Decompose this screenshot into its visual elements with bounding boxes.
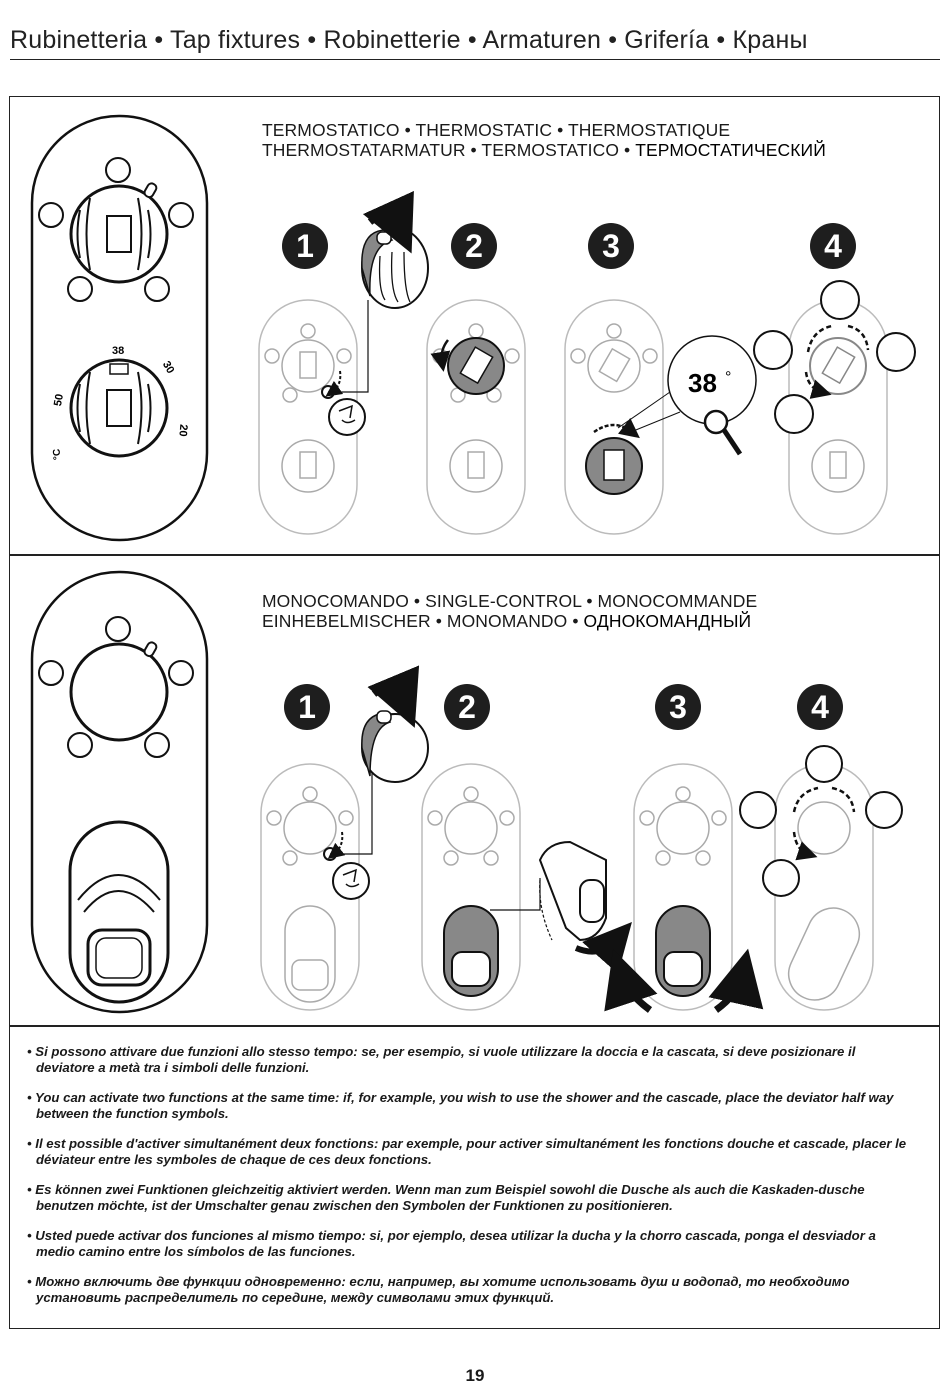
single-lever-detail [538, 840, 632, 974]
page-number: 19 [465, 1366, 485, 1385]
single-control-main-panel [30, 570, 209, 1014]
note-de: • Es können zwei Funktionen gleichzeitig… [27, 1182, 865, 1213]
single-step3-lever [655, 905, 711, 997]
thermostatic-heading-latin: THERMOSTATARMATUR • TERMOSTATICO • [262, 140, 636, 160]
thermo-outlet-buttons [753, 280, 916, 434]
dial-label-30: 30 [160, 359, 177, 376]
note-es: • Usted puede activar dos funciones al m… [27, 1228, 876, 1259]
note-ru: • Можно включить две функции одновременн… [27, 1274, 850, 1305]
thermo-step-1: 1 [282, 223, 328, 269]
thermostatic-heading-ru: ТЕРМОСТАТИЧЕСКИЙ [635, 140, 826, 160]
dial-label-38: 38 [112, 345, 124, 357]
note-en: • You can activate two functions at the … [27, 1090, 894, 1121]
section-separator-1 [10, 554, 940, 556]
thermo-step-2: 2 [451, 223, 497, 269]
content-frame [9, 96, 940, 1329]
thermostatic-diverter-knob [38, 157, 194, 302]
thermostatic-main-panel: 38 30 50 20 °C [30, 114, 209, 542]
single-control-heading-line2: EINHEBELMISCHER • MONOMANDO • ОДНОКОМАНД… [262, 611, 757, 631]
single-step-2: 2 [444, 684, 490, 730]
single-step2-lever [443, 905, 499, 997]
single-control-heading: MONOCOMANDO • SINGLE-CONTROL • MONOCOMMA… [262, 591, 757, 631]
single-control-lever [68, 820, 170, 1004]
zoom-temperature-unit: ° [725, 369, 731, 386]
dial-label-20: 20 [176, 424, 189, 437]
single-removed-knob [361, 710, 429, 783]
single-step-1: 1 [284, 684, 330, 730]
single-control-heading-latin: EINHEBELMISCHER • MONOMANDO • [262, 611, 584, 631]
single-step-3: 3 [655, 684, 701, 730]
thermostatic-heading: TERMOSTATICO • THERMOSTATIC • THERMOSTAT… [262, 120, 826, 160]
section-separator-2 [10, 1025, 940, 1027]
thermostatic-temperature-knob [69, 358, 169, 458]
thermo-step-3: 3 [588, 223, 634, 269]
dial-label-50: 50 [52, 393, 66, 407]
note-fr: • Il est possible d'activer simultanémen… [27, 1136, 907, 1167]
single-step-4: 4 [797, 684, 843, 730]
header-rule [10, 59, 940, 60]
zoom-temperature-value: 38 [688, 368, 717, 398]
note-it: • Si possono attivare due funzioni allo … [27, 1044, 856, 1075]
magnifier-icon [703, 409, 743, 456]
thermo-step-4: 4 [810, 223, 856, 269]
thermo-removed-knob [361, 227, 429, 309]
single-control-heading-line1: MONOCOMANDO • SINGLE-CONTROL • MONOCOMMA… [262, 591, 758, 611]
page-header-title: Rubinetteria • Tap fixtures • Robinetter… [10, 26, 808, 54]
dial-label-unit: °C [51, 448, 63, 460]
thermostatic-heading-line2: THERMOSTATARMATUR • TERMOSTATICO • ТЕРМО… [262, 140, 826, 160]
single-control-heading-ru: ОДНОКОМАНДНЫЙ [583, 611, 752, 631]
thermostatic-heading-line1: TERMOSTATICO • THERMOSTATIC • THERMOSTAT… [262, 120, 731, 140]
single-outlet-buttons [739, 745, 903, 897]
notes-list: • Si possono attivare due funzioni allo … [27, 1044, 907, 1320]
thermo-panel1-knobs [264, 323, 352, 493]
